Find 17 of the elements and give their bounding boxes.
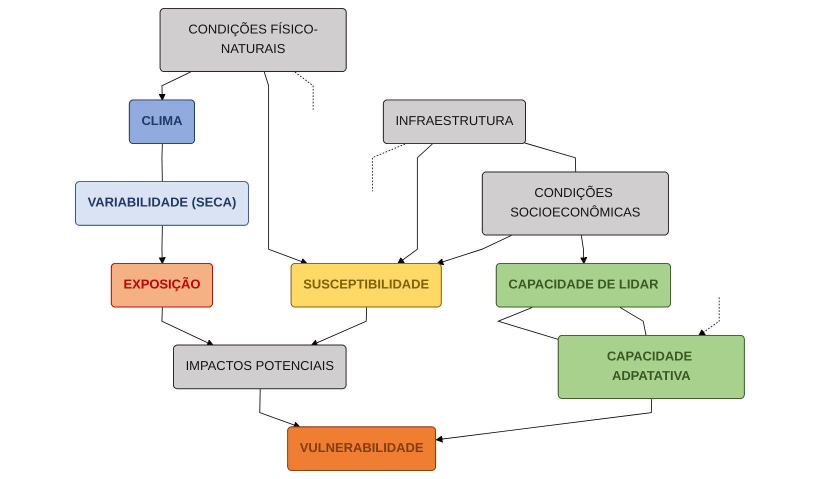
arrow [436, 235, 512, 266]
arrow [162, 307, 214, 346]
arrow [158, 72, 192, 101]
arrow [259, 388, 301, 428]
connector [620, 307, 647, 336]
arrow [698, 296, 720, 336]
connector [372, 144, 406, 192]
arrow [397, 144, 433, 264]
arrow [310, 307, 368, 346]
connector [497, 307, 560, 340]
connector [162, 144, 163, 182]
connector [294, 72, 314, 110]
connector [524, 142, 576, 173]
arrow [436, 398, 652, 443]
arrow [158, 225, 166, 264]
arrow [264, 72, 308, 265]
arrow [580, 235, 588, 264]
